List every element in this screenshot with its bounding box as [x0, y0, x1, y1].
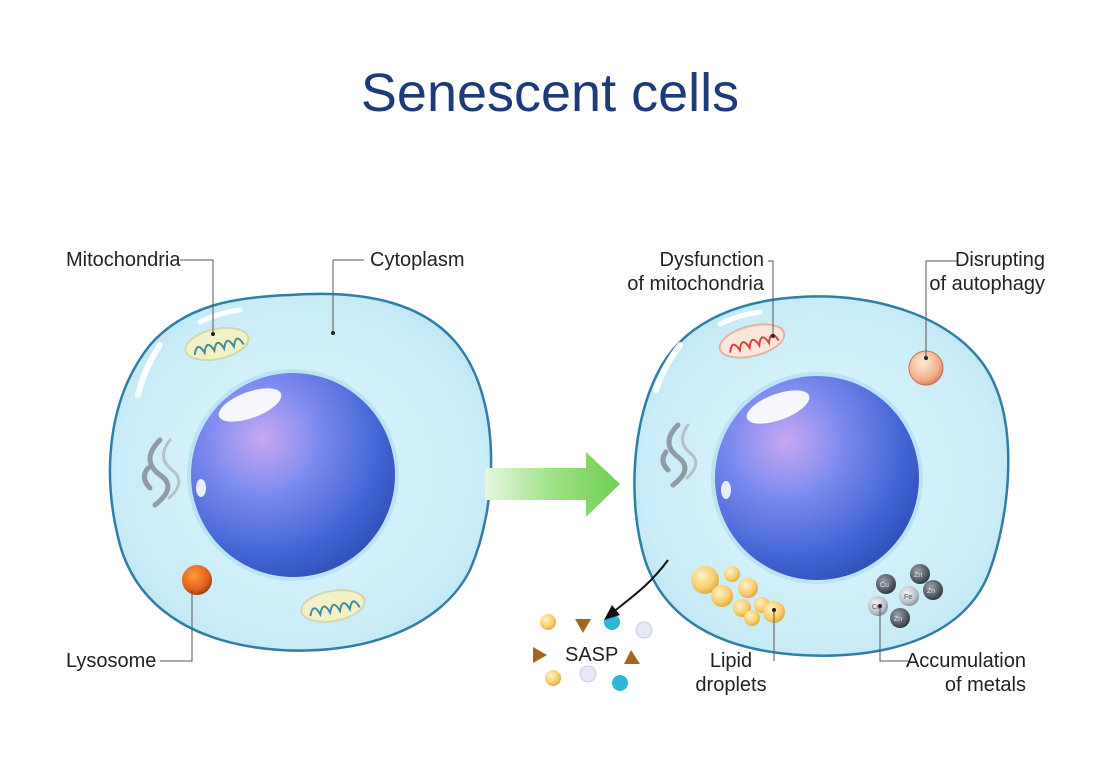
metal-symbol: Zn	[927, 588, 935, 595]
label-dysfunction-of-mitochondria: Dysfunction of mitochondria	[600, 248, 764, 296]
label-sasp: SASP	[565, 644, 619, 666]
label-line: of autophagy	[929, 273, 1045, 295]
metal-symbol: Zn	[914, 572, 922, 579]
label-line: Accumulation	[905, 650, 1026, 672]
metal-symbol: Fe	[904, 594, 912, 601]
label-line: droplets	[695, 674, 767, 696]
label-line: of mitochondria	[627, 273, 764, 295]
right-golgi-apparatus	[660, 422, 698, 488]
metal-symbol: Cu	[880, 582, 889, 589]
secretion-arrowhead	[604, 605, 620, 620]
golgi-apparatus	[142, 437, 181, 508]
normal-cell	[108, 292, 493, 652]
mitochondrion-bottom	[300, 589, 366, 623]
label-line: of metals	[944, 674, 1026, 696]
lysosome	[182, 565, 212, 595]
metal-symbol: Zn	[894, 616, 902, 623]
senescent-cell: Zn Cu Zn Fe Cu Zn	[633, 295, 1010, 657]
mitochondrion-top	[184, 326, 250, 362]
label-lysosome: Lysosome	[66, 650, 157, 672]
label-lipid-droplets: Lipid droplets	[686, 649, 776, 697]
metal-symbol: Cu	[872, 604, 881, 611]
label-cytoplasm: Cytoplasm	[370, 249, 465, 271]
metal-accumulation: Zn Cu Zn Fe Cu Zn	[868, 564, 943, 628]
label-mitochondria: Mitochondria	[66, 249, 181, 271]
leader-lines	[160, 259, 958, 662]
label-line: Lipid	[709, 650, 753, 672]
page-title: Senescent cells	[360, 63, 740, 123]
label-disrupting-of-autophagy: Disrupting of autophagy	[900, 248, 1045, 296]
secretion-arrow	[611, 559, 669, 614]
label-line: Dysfunction	[659, 249, 765, 271]
transition-arrow	[485, 452, 620, 517]
dysfunctional-mitochondrion	[718, 323, 786, 359]
sasp-particles	[533, 614, 653, 691]
label-accumulation-of-metals: Accumulation of metals	[880, 649, 1026, 697]
label-line: Disrupting	[954, 249, 1045, 271]
leader-dots	[211, 331, 928, 612]
